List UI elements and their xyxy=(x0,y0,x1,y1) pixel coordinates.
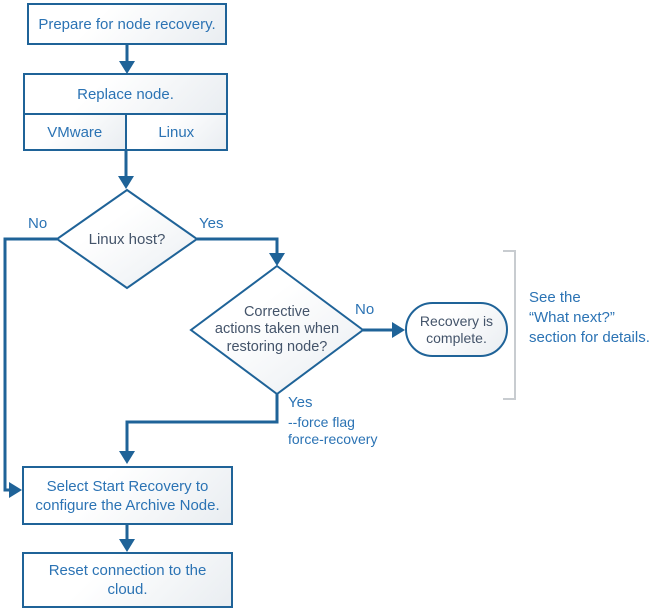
node-replace-options: VMware Linux xyxy=(25,115,226,149)
connector-no-branch xyxy=(3,237,57,498)
node-select-recovery: Select Start Recovery to configure the A… xyxy=(22,466,233,525)
label-corrective-yes: Yes xyxy=(288,394,313,411)
node-prepare: Prepare for node recovery. xyxy=(27,3,227,45)
node-replace-linux: Linux xyxy=(126,115,226,149)
node-replace: Replace node. VMware Linux xyxy=(23,73,228,151)
node-reset-connection: Reset connection to the cloud. xyxy=(22,552,233,608)
connector-prepare-to-replace xyxy=(119,45,135,74)
node-replace-vmware: VMware xyxy=(25,115,127,149)
label-corrective-no: No xyxy=(355,301,375,318)
node-replace-label: Replace node. xyxy=(25,75,226,115)
label-linuxhost-no: No xyxy=(28,215,48,232)
corrective-diamond-shape xyxy=(189,264,365,396)
see-what-next-note: See the “What next?” section for details… xyxy=(529,289,650,346)
node-prepare-label: Prepare for node recovery. xyxy=(38,15,216,33)
see-note-bracket xyxy=(503,250,516,400)
connector-yes-branch xyxy=(197,237,285,266)
force-flag-note: --force flag force-recovery xyxy=(288,414,378,447)
linux-host-diamond-shape xyxy=(55,188,199,290)
node-recovery-complete: Recovery is complete. xyxy=(405,302,508,357)
connector-corrective-yes xyxy=(119,394,279,464)
connector-select-to-reset xyxy=(119,525,135,552)
label-linuxhost-yes: Yes xyxy=(199,215,224,232)
connector-corrective-no xyxy=(363,322,405,338)
connector-replace-to-linuxhost xyxy=(118,151,134,189)
